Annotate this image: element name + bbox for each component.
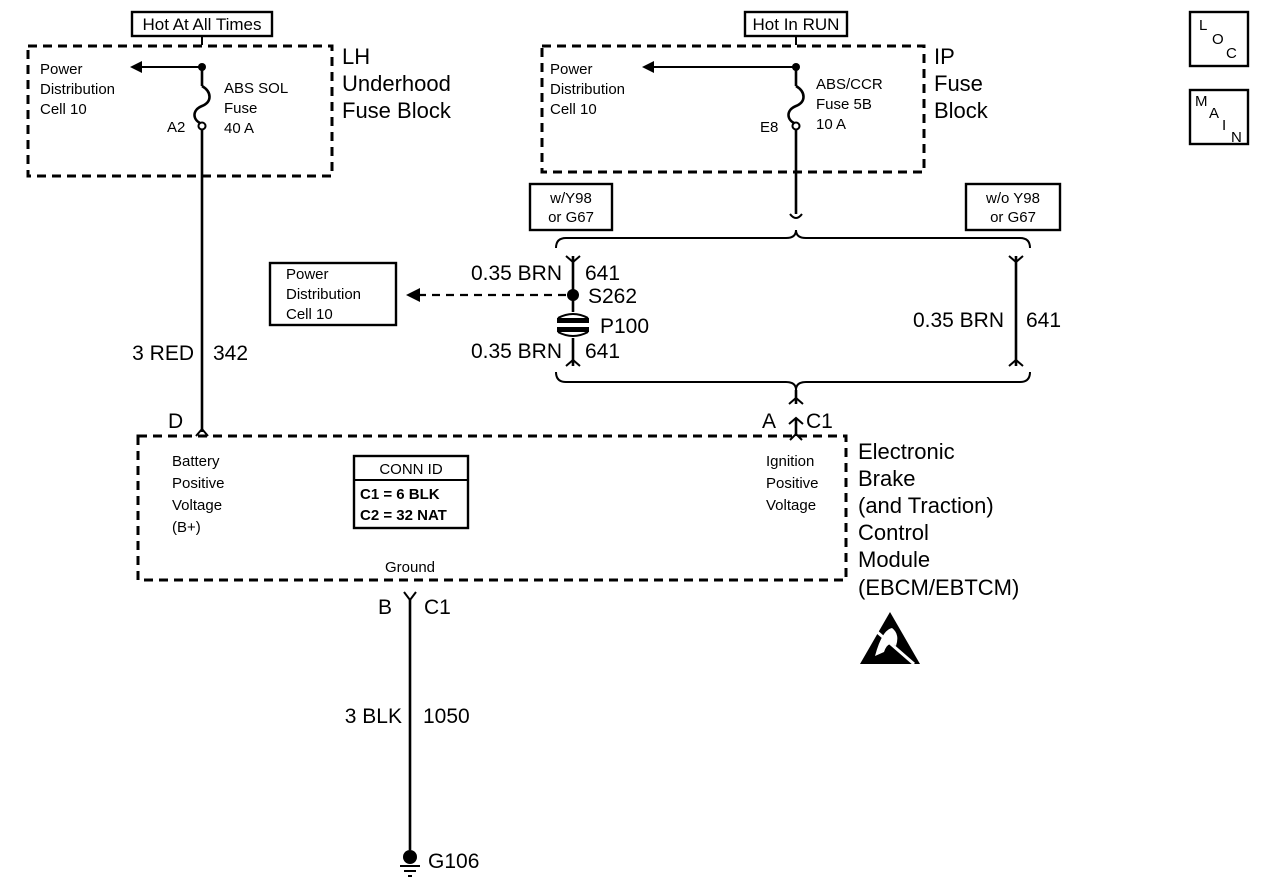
splice-s262-label: S262	[588, 285, 637, 308]
ignition-label-1: Ignition	[766, 453, 814, 470]
ground-symbol-icon	[400, 850, 420, 877]
ip-fuse-block-title-1: IP	[934, 44, 955, 69]
lh-fuse-block-title-3: Fuse Block	[342, 98, 452, 123]
loc-letter-o: O	[1212, 31, 1224, 48]
module-title-6: (EBCM/EBTCM)	[858, 575, 1019, 600]
option-without-y98-tag	[964, 182, 1062, 232]
main-letter-m: M	[1195, 93, 1208, 110]
connector-p100-icon	[557, 313, 589, 337]
connector-p100-label: P100	[600, 315, 649, 338]
ip-fuse-block-title-3: Block	[934, 98, 989, 123]
ebcm-module-outline	[136, 434, 848, 582]
module-title-4: Control	[858, 520, 929, 545]
hot-in-run-tag	[743, 10, 849, 38]
lh-power-dist-1: Power	[40, 61, 83, 78]
lh-fuse-block-title-1: LH	[342, 44, 370, 69]
option-split-brace-top	[555, 229, 1031, 249]
ip-fuse-label-1: ABS/CCR	[816, 76, 883, 93]
hot-at-all-times-label: Hot At All Times	[142, 15, 261, 34]
ground-g106-label: G106	[428, 850, 479, 873]
ip-fuse-block: Hot In RUN IP Fuse Block Power Distribut…	[540, 10, 989, 174]
conn-id-row-2: C2 = 32 NAT	[360, 507, 447, 524]
ignition-label-3: Voltage	[766, 497, 816, 514]
ground-connector-c1: C1	[424, 596, 451, 619]
battery-label-2: Positive	[172, 475, 225, 492]
main-letter-a: A	[1209, 105, 1219, 122]
loc-letter-c: C	[1226, 45, 1237, 62]
module-title-5: Module	[858, 547, 930, 572]
option-with-2: or G67	[548, 209, 594, 226]
lower-wire-gauge: 0.35 BRN	[471, 340, 562, 363]
option-with-1: w/Y98	[549, 190, 592, 207]
power-dist-ref-box	[268, 261, 398, 327]
ground-label: Ground	[385, 559, 435, 576]
upper-wire-gauge: 0.35 BRN	[471, 262, 562, 285]
battery-wire-gauge: 3 RED	[132, 342, 194, 365]
esd-warning-icon	[860, 612, 920, 666]
ground-wire-gauge: 3 BLK	[345, 705, 402, 728]
battery-label-1: Battery	[172, 453, 220, 470]
main-button[interactable]: M A I N	[1188, 88, 1250, 146]
power-dist-ref-2: Distribution	[286, 286, 361, 303]
module-title-1: Electronic	[858, 439, 955, 464]
lh-fuse-label-1: ABS SOL	[224, 80, 288, 97]
power-dist-ref-1: Power	[286, 266, 329, 283]
splice-arrow-left-icon	[406, 288, 420, 302]
module-title-2: Brake	[858, 466, 915, 491]
lh-terminal-a2: A2	[167, 119, 185, 136]
ignition-pin-a: A	[762, 410, 776, 433]
conn-id-box	[352, 454, 470, 530]
ip-arrow-left-icon	[642, 61, 654, 73]
ignition-label-2: Positive	[766, 475, 819, 492]
ip-fuse-symbol-icon	[787, 84, 805, 126]
lh-arrow-left-icon	[130, 61, 142, 73]
ground-pin-b: B	[378, 596, 392, 619]
battery-label-3: Voltage	[172, 497, 222, 514]
lh-fuse-block-title-2: Underhood	[342, 71, 451, 96]
ip-terminal-e8: E8	[760, 119, 778, 136]
battery-wire-circuit: 342	[213, 342, 248, 365]
loc-button[interactable]: L O C	[1188, 10, 1250, 68]
ip-fuse-block-outline	[540, 44, 926, 174]
module-title-3: (and Traction)	[858, 493, 994, 518]
lh-fuse-block-outline	[26, 44, 334, 178]
conn-id-title: CONN ID	[379, 461, 443, 478]
lh-fuse-label-2: Fuse	[224, 100, 257, 117]
lh-fuse-block: Hot At All Times LH Underhood Fuse Block…	[26, 10, 452, 178]
lh-fuse-symbol-icon	[193, 84, 211, 126]
main-letter-n: N	[1231, 129, 1242, 146]
right-wire-circuit: 641	[1026, 309, 1061, 332]
ignition-connector-c1: C1	[806, 410, 833, 433]
loc-letter-l: L	[1199, 17, 1207, 34]
ip-fuse-label-3: 10 A	[816, 116, 846, 133]
option-without-2: or G67	[990, 209, 1036, 226]
power-dist-ref-3: Cell 10	[286, 306, 333, 323]
option-with-y98-tag	[528, 182, 614, 232]
option-merge-brace-bottom	[555, 371, 1031, 391]
right-wire-gauge: 0.35 BRN	[913, 309, 1004, 332]
splice-s262-dot	[567, 289, 579, 301]
main-letter-i: I	[1222, 117, 1226, 134]
hot-in-run-label: Hot In RUN	[753, 15, 840, 34]
conn-id-row-1: C1 = 6 BLK	[360, 486, 440, 503]
lh-power-dist-2: Distribution	[40, 81, 115, 98]
option-without-1: w/o Y98	[985, 190, 1040, 207]
ip-power-dist-2: Distribution	[550, 81, 625, 98]
ip-fuse-label-2: Fuse 5B	[816, 96, 872, 113]
lh-power-dist-3: Cell 10	[40, 101, 87, 118]
ip-fuse-block-title-2: Fuse	[934, 71, 983, 96]
upper-wire-circuit: 641	[585, 262, 620, 285]
battery-pin-d: D	[168, 410, 183, 433]
ip-power-dist-1: Power	[550, 61, 593, 78]
lh-fuse-label-3: 40 A	[224, 120, 254, 137]
ground-wire-circuit: 1050	[423, 705, 470, 728]
battery-label-4: (B+)	[172, 519, 201, 536]
lower-wire-circuit: 641	[585, 340, 620, 363]
ip-power-dist-3: Cell 10	[550, 101, 597, 118]
